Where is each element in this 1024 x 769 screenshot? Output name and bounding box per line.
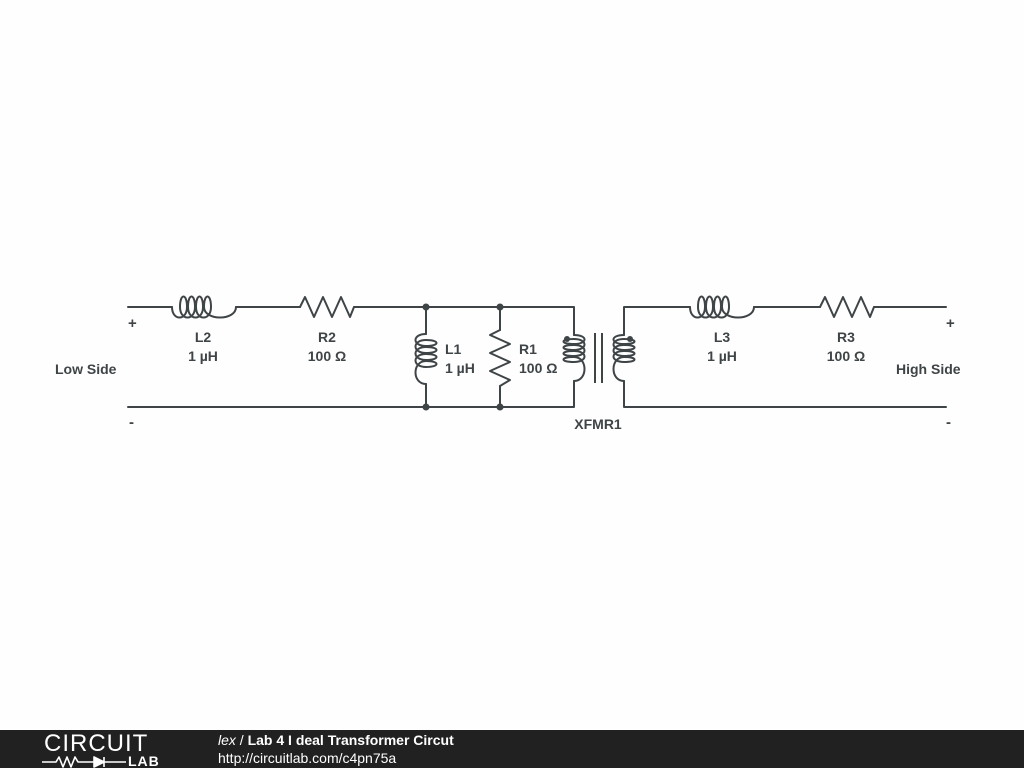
l1-name: L1: [445, 341, 462, 357]
r1-value: 100 Ω: [519, 360, 557, 376]
r2-name: R2: [318, 329, 336, 345]
inductor-l1: [414, 333, 438, 385]
resistor-r2: [299, 296, 355, 318]
bottom-wire-left: [127, 380, 575, 408]
author-link[interactable]: lex: [218, 732, 236, 748]
xfmr-primary-coil: [562, 334, 586, 382]
top-wire-right: [623, 306, 947, 336]
footer-bar: CIRCUIT LAB lex / Lab 4 I deal Transform…: [0, 730, 1024, 768]
r1-name: R1: [519, 341, 537, 357]
r2-value: 100 Ω: [308, 348, 346, 364]
wires: [127, 306, 947, 408]
circuitlab-logo[interactable]: CIRCUIT LAB: [40, 732, 180, 768]
l1-value: 1 µH: [445, 360, 475, 376]
resistor-r1: [489, 329, 511, 387]
low-side-label: Low Side: [55, 361, 117, 377]
junction-r1-top: [496, 303, 504, 311]
high-side-plus: +: [946, 315, 955, 332]
r3-value: 100 Ω: [827, 348, 865, 364]
resistor-r3: [819, 296, 875, 318]
junction-l1-bottom: [422, 403, 430, 411]
logo-wordmark-bottom: LAB: [128, 753, 160, 769]
l3-value: 1 µH: [707, 348, 737, 364]
l3-name: L3: [714, 329, 731, 345]
logo-wordmark-top: CIRCUIT: [44, 730, 149, 757]
high-side-minus: -: [946, 414, 951, 431]
r3-name: R3: [837, 329, 855, 345]
logo-resistor-diode-icon: [42, 756, 126, 768]
low-side-minus: -: [129, 414, 134, 431]
l2-value: 1 µH: [188, 348, 218, 364]
xfmr-polarity-dot-secondary: [627, 336, 633, 342]
project-title-link[interactable]: Lab 4 I deal Transformer Circut: [247, 732, 454, 748]
l2-name: L2: [195, 329, 212, 345]
bottom-wire-right: [623, 380, 947, 408]
transformer-xfmr1: [562, 333, 636, 383]
inductor-l3: [689, 295, 755, 319]
title-separator: /: [235, 732, 248, 748]
inductor-l2: [171, 295, 237, 319]
xfmr-secondary-coil: [612, 334, 636, 382]
high-side-label: High Side: [896, 361, 961, 377]
junction-r1-bottom: [496, 403, 504, 411]
circuit-schematic: + - Low Side + - High Side L2 1 µH R2 10…: [55, 295, 961, 432]
low-side-plus: +: [128, 315, 137, 332]
xfmr1-name: XFMR1: [574, 416, 622, 432]
junction-l1-top: [422, 303, 430, 311]
circuit-title: lex / Lab 4 I deal Transformer Circut: [218, 732, 454, 749]
xfmr-polarity-dot-primary: [564, 336, 570, 342]
circuit-url[interactable]: http://circuitlab.com/c4pn75a: [218, 750, 397, 766]
